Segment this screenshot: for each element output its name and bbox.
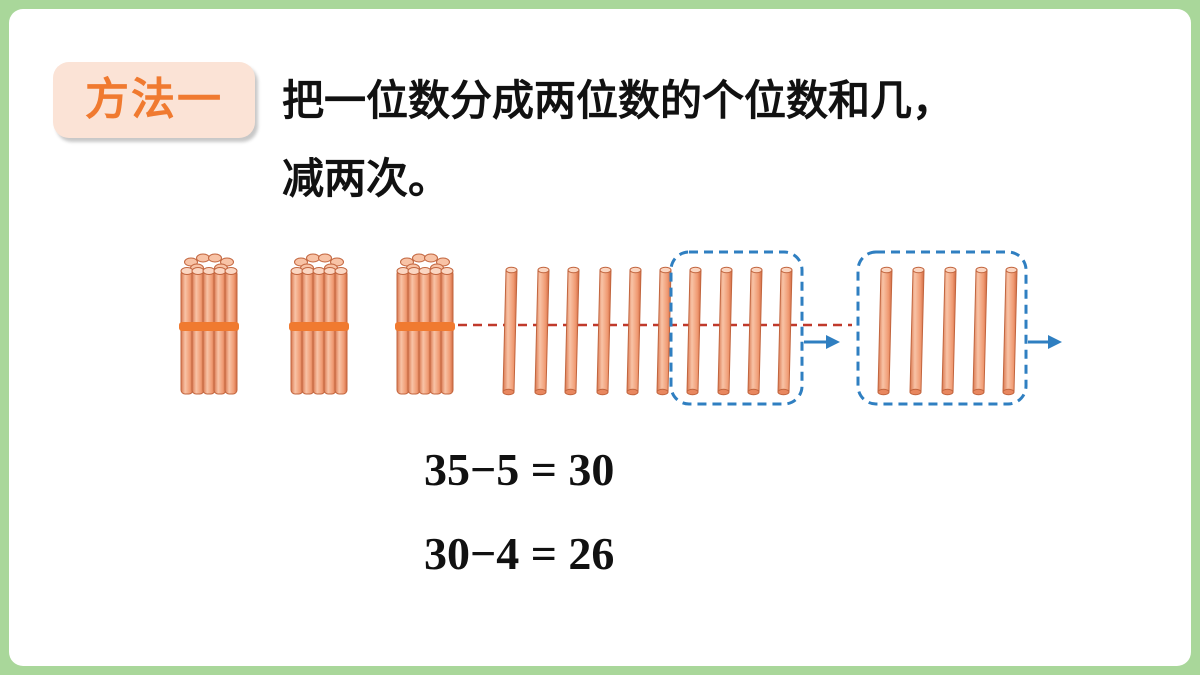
method-label: 方法一 xyxy=(53,62,255,138)
counting-stick xyxy=(747,266,763,396)
arrow-right-icon xyxy=(1028,335,1062,349)
equation-first-step: 35−5 = 30 xyxy=(424,444,615,495)
instruction-line-2: 减两次。 xyxy=(282,154,451,203)
counting-stick xyxy=(777,266,793,396)
second-removed-group-box xyxy=(856,250,1028,406)
counting-stick xyxy=(596,266,612,396)
instruction-text: 把一位数分成两位数的个位数和几， 减两次。 xyxy=(282,62,1142,218)
loose-sticks xyxy=(502,266,1018,396)
first-removed-group-box xyxy=(669,250,804,406)
counting-stick xyxy=(656,266,672,396)
counting-stick xyxy=(686,266,702,396)
counting-stick xyxy=(972,266,988,396)
ten-stick-bundle xyxy=(179,253,239,395)
counting-stick xyxy=(564,266,580,396)
counting-stick xyxy=(534,266,550,396)
equation-second-step: 30−4 = 26 xyxy=(424,528,615,579)
ten-stick-bundle xyxy=(395,253,455,395)
counting-stick xyxy=(717,266,733,396)
counting-stick xyxy=(877,266,893,396)
counting-stick xyxy=(1002,266,1018,396)
instruction-line-1: 把一位数分成两位数的个位数和几， xyxy=(282,76,955,125)
counting-stick xyxy=(502,266,518,396)
ten-stick-bundle xyxy=(289,253,349,395)
counting-stick xyxy=(941,266,957,396)
arrow-right-icon xyxy=(804,335,840,349)
ten-stick-bundles xyxy=(179,253,455,395)
counting-stick xyxy=(626,266,642,396)
counting-stick xyxy=(909,266,925,396)
